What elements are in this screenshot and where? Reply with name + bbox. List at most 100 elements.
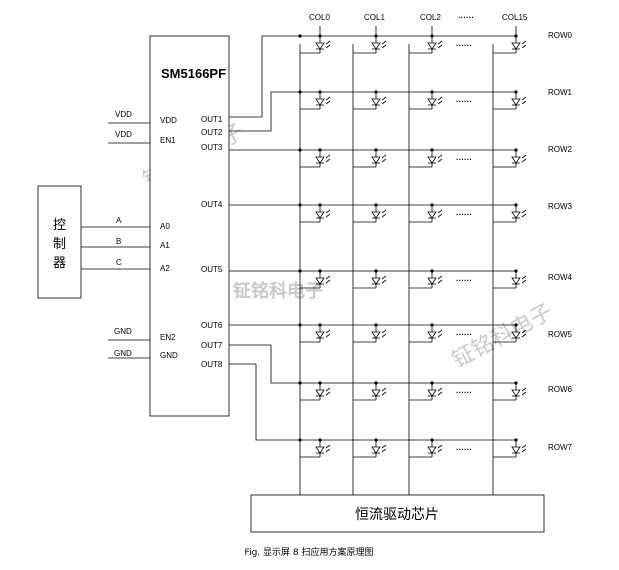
led-arrow <box>437 100 443 105</box>
row-ellipsis: ······ <box>456 41 472 50</box>
wire-out1 <box>229 35 300 118</box>
led-arrow <box>325 387 331 392</box>
led-arrow <box>521 40 527 45</box>
led-arrow <box>381 448 387 453</box>
led-arrow <box>381 444 387 449</box>
led-symbol <box>511 331 521 339</box>
led-arrow <box>437 333 443 338</box>
led-arrow <box>521 444 527 449</box>
junction-dot <box>298 90 302 94</box>
label-vdd-2: VDD <box>115 130 132 139</box>
led-symbol <box>371 98 381 106</box>
led-symbol <box>427 389 437 397</box>
led-symbol <box>371 156 381 164</box>
col-label-0: COL0 <box>309 13 330 22</box>
led-arrow <box>325 444 331 449</box>
row-label-1: ROW1 <box>548 88 573 97</box>
junction-dot <box>514 269 518 273</box>
led-arrow <box>521 213 527 218</box>
led-symbol <box>371 211 381 219</box>
led-arrow <box>381 329 387 334</box>
led-arrow <box>325 154 331 159</box>
led-arrow <box>381 40 387 45</box>
watermark-2: 钲铭科电子 <box>233 280 323 302</box>
led-symbol <box>315 211 325 219</box>
led-arrow <box>437 158 443 163</box>
junction-dot <box>374 269 378 273</box>
row-ellipsis: ······ <box>456 388 472 397</box>
led-symbol <box>371 389 381 397</box>
led-arrow <box>437 444 443 449</box>
junction-dot <box>374 381 378 385</box>
pin-en2: EN2 <box>160 333 176 342</box>
pin-a1: A1 <box>160 241 170 250</box>
led-arrow <box>521 96 527 101</box>
driver-label: 恒流驱动芯片 <box>355 507 439 523</box>
led-symbol <box>511 389 521 397</box>
label-b: B <box>116 237 121 246</box>
led-arrow <box>521 279 527 284</box>
led-arrow <box>437 209 443 214</box>
driver-box <box>250 494 545 533</box>
junction-dot <box>298 203 302 207</box>
led-arrow <box>381 333 387 338</box>
wire-out2 <box>229 91 300 132</box>
junction-dot <box>318 203 322 207</box>
led-arrow <box>325 279 331 284</box>
figure-caption: Fig. 显示屏 8 扫应用方案原理图 <box>245 546 374 558</box>
controller-char-2: 制 <box>53 237 66 252</box>
pin-out2: OUT2 <box>201 128 223 137</box>
junction-dot <box>514 203 518 207</box>
row-label-7: ROW7 <box>548 443 573 452</box>
led-arrow <box>325 213 331 218</box>
label-c: C <box>116 258 122 267</box>
junction-dot <box>374 90 378 94</box>
led-arrow <box>325 333 331 338</box>
col-dots: ······ <box>458 13 474 22</box>
junction-dot <box>318 323 322 327</box>
led-symbol <box>315 331 325 339</box>
led-arrow <box>437 96 443 101</box>
pin-a2: A2 <box>160 264 170 273</box>
led-symbol <box>511 42 521 50</box>
led-symbol <box>511 156 521 164</box>
led-arrow <box>381 209 387 214</box>
led-arrow <box>521 387 527 392</box>
led-arrow <box>381 44 387 49</box>
junction-dot <box>374 323 378 327</box>
junction-dot <box>318 381 322 385</box>
junction-dot <box>318 148 322 152</box>
led-arrow <box>437 387 443 392</box>
led-symbol <box>427 331 437 339</box>
label-a: A <box>116 216 122 225</box>
led-arrow <box>325 158 331 163</box>
pin-out4: OUT4 <box>201 200 223 209</box>
led-arrow <box>325 329 331 334</box>
led-arrow <box>521 154 527 159</box>
label-gnd-2: GND <box>114 349 132 358</box>
junction-dot <box>514 381 518 385</box>
junction-dot <box>430 203 434 207</box>
led-arrow <box>325 209 331 214</box>
row-ellipsis: ······ <box>456 445 472 454</box>
led-arrow <box>521 333 527 338</box>
junction-dot <box>374 438 378 442</box>
led-symbol <box>427 211 437 219</box>
controller-box <box>37 185 82 299</box>
led-symbol <box>371 277 381 285</box>
led-arrow <box>437 213 443 218</box>
led-arrow <box>521 275 527 280</box>
junction-dot <box>514 148 518 152</box>
led-arrow <box>381 158 387 163</box>
pin-en1: EN1 <box>160 136 176 145</box>
pin-a0: A0 <box>160 222 170 231</box>
junction-dot <box>430 269 434 273</box>
led-arrow <box>325 448 331 453</box>
led-arrow <box>521 158 527 163</box>
led-symbol <box>511 98 521 106</box>
led-arrow <box>437 391 443 396</box>
led-symbol <box>315 42 325 50</box>
led-arrow <box>521 329 527 334</box>
led-symbol <box>315 389 325 397</box>
